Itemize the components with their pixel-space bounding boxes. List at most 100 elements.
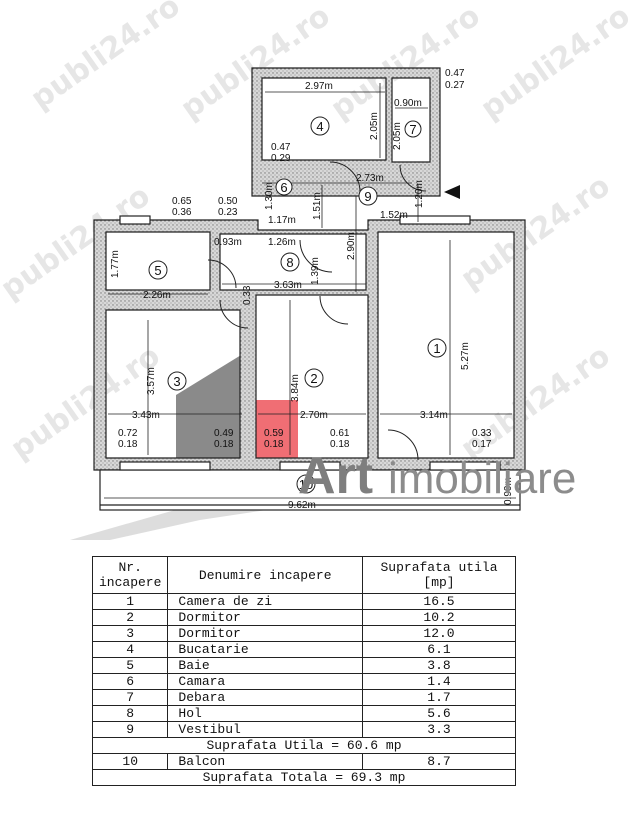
dim-label: 0.23 <box>218 207 238 218</box>
table-row: 9 Vestibul 3.3 <box>91 721 516 738</box>
cell-area: 3.8 <box>362 657 516 674</box>
cell-area: 1.4 <box>362 673 516 690</box>
header-nr-line1: Nr. <box>118 560 142 575</box>
dim-label: 1.20m <box>414 180 425 208</box>
dim-label: 0.50 <box>218 196 238 207</box>
cell-nr: 8 <box>91 705 169 722</box>
dim-label: 3.63m <box>274 280 302 291</box>
dim-label: 0.17 <box>472 439 492 450</box>
cell-nr: 2 <box>91 609 169 626</box>
room-number: 5 <box>154 263 161 278</box>
dim-label: 0.47 <box>271 142 291 153</box>
cell-area: 10.2 <box>362 609 516 626</box>
cell-nr: 9 <box>91 721 169 738</box>
room-area-table: Nr. incapere Denumire incapere Suprafata… <box>91 556 516 786</box>
cell-nr: 4 <box>91 641 169 658</box>
dim-label: 2.05m <box>369 112 380 140</box>
header-name: Denumire incapere <box>167 556 363 594</box>
cell-nr: 10 <box>91 753 169 770</box>
dim-label: 0.65 <box>172 196 192 207</box>
cell-name: Balcon <box>167 753 363 770</box>
dimension-lines <box>104 83 516 499</box>
dim-label: 0.27 <box>445 80 465 91</box>
summary-row-totala: Suprafata Totala = 69.3 mp <box>92 769 516 786</box>
table-row: 2 Dormitor 10.2 <box>91 609 516 626</box>
dim-label: 2.70m <box>300 410 328 421</box>
floor-plan: publi24.ro publi24.ro publi24.ro publi24… <box>0 0 636 540</box>
cell-nr: 3 <box>91 625 169 642</box>
cell-name: Debara <box>167 689 363 706</box>
dim-label: 3.84m <box>290 374 301 402</box>
room-number: 8 <box>286 255 293 270</box>
room-number: 4 <box>316 119 323 134</box>
table-row: 5 Baie 3.8 <box>91 657 516 674</box>
dim-label: 0.59 <box>264 428 284 439</box>
cell-name: Dormitor <box>167 625 363 642</box>
cell-name: Baie <box>167 657 363 674</box>
dim-label: 0.33 <box>472 428 492 439</box>
header-nr: Nr. incapere <box>91 556 169 594</box>
cell-name: Camera de zi <box>167 593 363 610</box>
cell-area: 6.1 <box>362 641 516 658</box>
room-number: 7 <box>409 122 416 137</box>
cell-name: Camara <box>167 673 363 690</box>
dim-label: 0.18 <box>264 439 284 450</box>
dim-label: 3.14m <box>420 410 448 421</box>
room-numbers: 1 2 3 4 5 6 7 8 9 10 <box>148 116 447 494</box>
cell-area: 12.0 <box>362 625 516 642</box>
dim-label: 2.05m <box>392 122 403 150</box>
cell-nr: 1 <box>91 593 169 610</box>
cell-nr: 5 <box>91 657 169 674</box>
cell-nr: 6 <box>91 673 169 690</box>
dim-label: 0.18 <box>214 439 234 450</box>
entrance-arrow-icon <box>444 185 460 199</box>
dim-label: 3.57m <box>146 367 157 395</box>
watermark-text: publi24.ro <box>25 0 187 117</box>
dim-label: 1.17m <box>268 215 296 226</box>
table-row: 1 Camera de zi 16.5 <box>91 593 516 610</box>
table-row: 7 Debara 1.7 <box>91 689 516 706</box>
dim-label: 1.77m <box>110 250 121 278</box>
dim-label: 0.36 <box>172 207 192 218</box>
room-number: 10 <box>299 477 313 492</box>
cell-name: Vestibul <box>167 721 363 738</box>
dim-label: 0.93m <box>214 237 242 248</box>
dim-label: 0.18 <box>330 439 350 450</box>
dim-label: 9.62m <box>288 500 316 511</box>
dim-label: 0.90m <box>503 477 514 505</box>
cell-area: 8.7 <box>362 753 516 770</box>
dim-label: 2.97m <box>305 81 333 92</box>
table-header-row: Nr. incapere Denumire incapere Suprafata… <box>91 556 516 594</box>
room-number: 2 <box>310 371 317 386</box>
dim-label: 0.18 <box>118 439 138 450</box>
table-row: 8 Hol 5.6 <box>91 705 516 722</box>
dim-label: 2.73m <box>356 173 384 184</box>
cell-nr: 7 <box>91 689 169 706</box>
watermark-text: publi24.ro <box>5 338 167 466</box>
cell-area: 16.5 <box>362 593 516 610</box>
dim-label: 1.30m <box>264 182 275 210</box>
dim-label: 0.61 <box>330 428 350 439</box>
cell-name: Bucatarie <box>167 641 363 658</box>
watermark-text: publi24.ro <box>475 0 636 127</box>
table-row: 3 Dormitor 12.0 <box>91 625 516 642</box>
cell-area: 1.7 <box>362 689 516 706</box>
dim-label: 0.90m <box>394 98 422 109</box>
summary-row-utila: Suprafata Utila = 60.6 mp <box>92 737 516 754</box>
summary-totala: Suprafata Totala = 69.3 mp <box>92 769 516 786</box>
table-row: 4 Bucatarie 6.1 <box>91 641 516 658</box>
cell-name: Hol <box>167 705 363 722</box>
dim-label: 5.27m <box>460 342 471 370</box>
table-row: 10 Balcon 8.7 <box>91 753 516 770</box>
logo-art-text: Art <box>298 447 373 505</box>
header-area: Suprafata utila [mp] <box>362 556 516 594</box>
logo-tail-text: imobiliare <box>388 454 576 503</box>
dim-label: 1.51m <box>312 192 323 220</box>
room-number: 3 <box>173 374 180 389</box>
watermark-text: publi24.ro <box>0 178 157 306</box>
dim-label: 1.26m <box>268 237 296 248</box>
dim-label: 3.43m <box>132 410 160 421</box>
dim-label: 0.49 <box>214 428 234 439</box>
summary-utila: Suprafata Utila = 60.6 mp <box>92 737 516 754</box>
dim-label: 0.33 <box>242 285 253 305</box>
